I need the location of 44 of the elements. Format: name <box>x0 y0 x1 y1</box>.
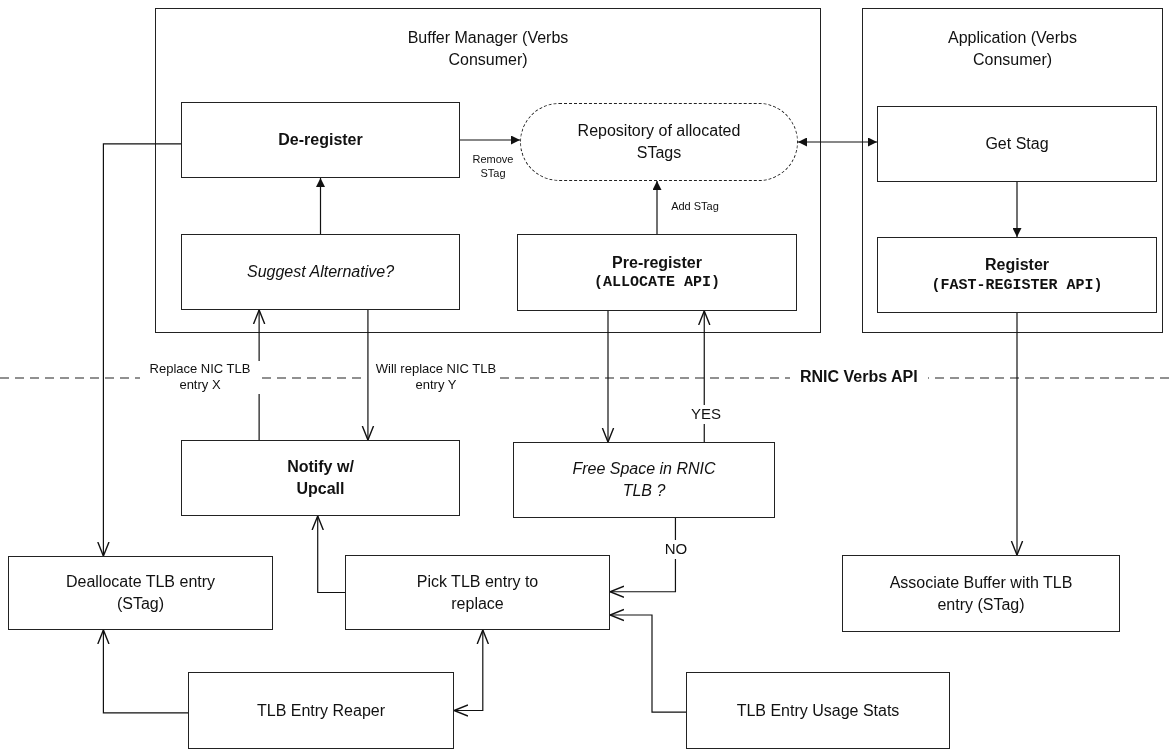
arrow <box>601 310 615 443</box>
group-title: Buffer Manager (Verbs Consumer) <box>406 28 570 70</box>
node-text: Associate Buffer with TLB entry (STag) <box>888 572 1074 615</box>
arrow <box>316 177 325 235</box>
container-box <box>862 8 1163 333</box>
node-text: Notify w/ Upcall <box>286 457 355 499</box>
node-text: Pick TLB entry to replace <box>415 571 540 614</box>
decision-box <box>513 442 775 518</box>
node-text: (FAST-REGISTER API) <box>931 275 1103 296</box>
node-text: Register <box>985 255 1049 276</box>
process-box <box>877 106 1157 182</box>
arrow <box>1010 312 1024 556</box>
process-box <box>181 102 460 178</box>
arrow <box>97 629 189 714</box>
node-text: Deallocate TLB entry (STag) <box>64 572 217 614</box>
process-box <box>842 555 1120 632</box>
arrow <box>797 137 878 147</box>
node-text: TLB Entry Usage Stats <box>736 700 900 721</box>
arrow <box>652 180 662 235</box>
process-box <box>181 440 460 516</box>
arrow <box>97 143 182 557</box>
arrow <box>1012 181 1022 238</box>
arrow <box>361 309 375 441</box>
node-text: (ALLOCATE API) <box>594 273 720 294</box>
arrow <box>311 515 346 594</box>
process-box <box>188 672 454 749</box>
process-box <box>877 237 1157 313</box>
group-title: Application (Verbs Consumer) <box>947 28 1078 70</box>
node-text: Get Stag <box>985 134 1049 155</box>
decision-box <box>181 234 460 310</box>
node-text: Free Space in RNIC TLB ? <box>571 459 717 501</box>
process-box <box>517 234 797 311</box>
node-text: De-register <box>278 130 363 151</box>
process-box <box>345 555 610 630</box>
node-text: Repository of allocated STags <box>576 121 742 163</box>
arrow <box>609 517 677 599</box>
arrow <box>609 608 687 713</box>
node-text: Pre-register <box>612 252 702 273</box>
arrow <box>459 135 521 145</box>
process-box <box>8 556 273 630</box>
arrow <box>453 629 490 717</box>
process-box <box>686 672 950 749</box>
node-text: TLB Entry Reaper <box>256 700 386 721</box>
node-text: Suggest Alternative? <box>246 262 395 283</box>
